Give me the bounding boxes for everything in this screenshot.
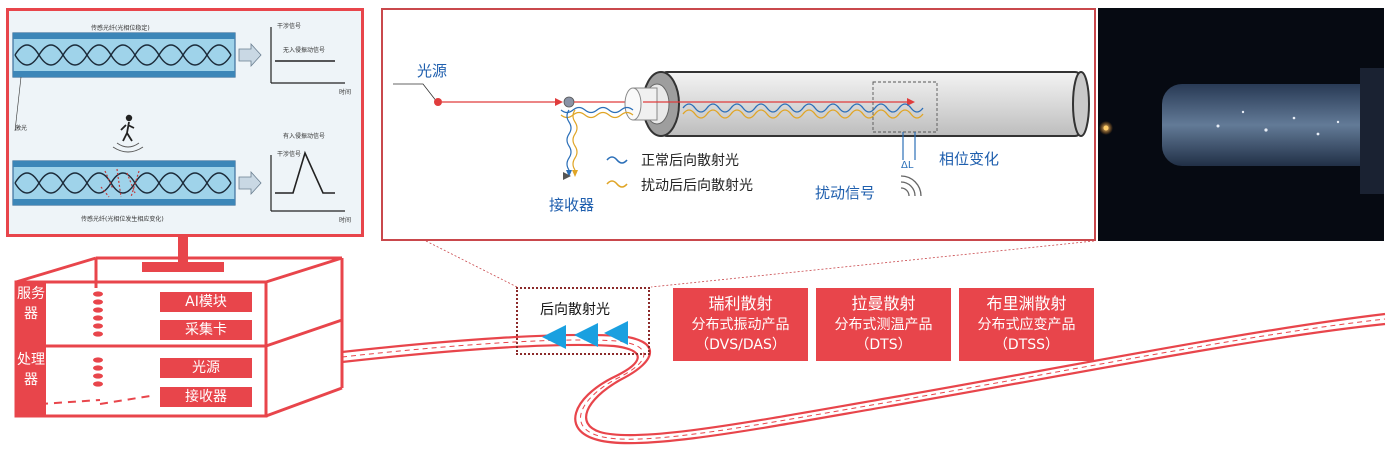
monitor-stand <box>178 237 188 263</box>
light-source-box: 光源 <box>160 358 252 378</box>
backscatter-arrows <box>542 321 628 349</box>
arrow-icon <box>604 321 628 345</box>
backscatter-box: 后向散射光 <box>516 287 650 355</box>
time-label-top: 时间 <box>339 89 352 96</box>
laser-label: 激光 <box>15 125 28 132</box>
ai-module-box: AI模块 <box>160 292 252 312</box>
product-line2: （DTSS） <box>993 337 1060 353</box>
product-card-rayleigh: 瑞利散射 分布式振动产品 （DVS/DAS） <box>673 288 808 361</box>
fiber-photo <box>1098 8 1384 241</box>
top-fiber-title: 传感光纤(光相位稳定) <box>91 25 150 32</box>
interference-monitor-panel: 传感光纤(光相位稳定) 传感光纤(光相位发生相应变化) 干涉信号 无入侵振动信号… <box>6 8 364 237</box>
processor-label: 处理器 <box>16 346 46 416</box>
delta-l-label: ΔL <box>901 160 914 171</box>
bottom-fiber-title: 传感光纤(光相位发生相应变化) <box>81 216 164 223</box>
product-card-raman: 拉曼散射 分布式测温产品 （DTS） <box>816 288 951 361</box>
no-vibration-label: 无入侵振动信号 <box>283 47 326 54</box>
product-line1: 分布式测温产品 <box>834 317 933 333</box>
phase-change-label: 相位变化 <box>939 150 1000 168</box>
glowing-fiber-image <box>1099 68 1384 194</box>
legend-normal-backscatter: 正常后向散射光 <box>641 153 739 169</box>
server-label: 服务器 <box>16 282 46 346</box>
receiver-box: 接收器 <box>160 387 252 407</box>
arrow-icon <box>542 325 566 349</box>
product-title: 布里渊散射 <box>986 294 1067 313</box>
disturbance-signal-label: 扰动信号 <box>815 184 876 202</box>
acquisition-card-box: 采集卡 <box>160 320 252 340</box>
legend-disturbed-backscatter: 扰动后后向散射光 <box>641 178 753 194</box>
product-title: 拉曼散射 <box>851 294 916 313</box>
light-source-label: 光源 <box>417 62 448 80</box>
product-line1: 分布式应变产品 <box>977 317 1076 333</box>
product-line1: 分布式振动产品 <box>691 317 790 333</box>
fiber-backscatter-illustration <box>393 71 1090 197</box>
product-title: 瑞利散射 <box>708 294 773 313</box>
product-line2: （DVS/DAS） <box>695 337 786 353</box>
receiver-label: 接收器 <box>549 196 595 214</box>
product-card-brillouin: 布里渊散射 分布式应变产品 （DTSS） <box>959 288 1094 361</box>
interference-label-top: 干涉信号 <box>277 23 302 30</box>
time-label-bottom: 时间 <box>339 217 352 224</box>
vibration-label: 有入侵振动信号 <box>283 133 326 140</box>
fiber-backscatter-panel: 光源 接收器 正常后向散射光 扰动后后向散射光 扰动信号 相位变化 ΔL <box>381 8 1096 241</box>
product-line2: （DTS） <box>855 337 912 353</box>
backscatter-label: 后向散射光 <box>540 302 610 318</box>
monitor-base <box>142 262 224 272</box>
interference-label-bottom: 干涉信号 <box>277 151 302 158</box>
interference-illustration <box>12 27 345 212</box>
arrow-icon <box>574 323 598 347</box>
